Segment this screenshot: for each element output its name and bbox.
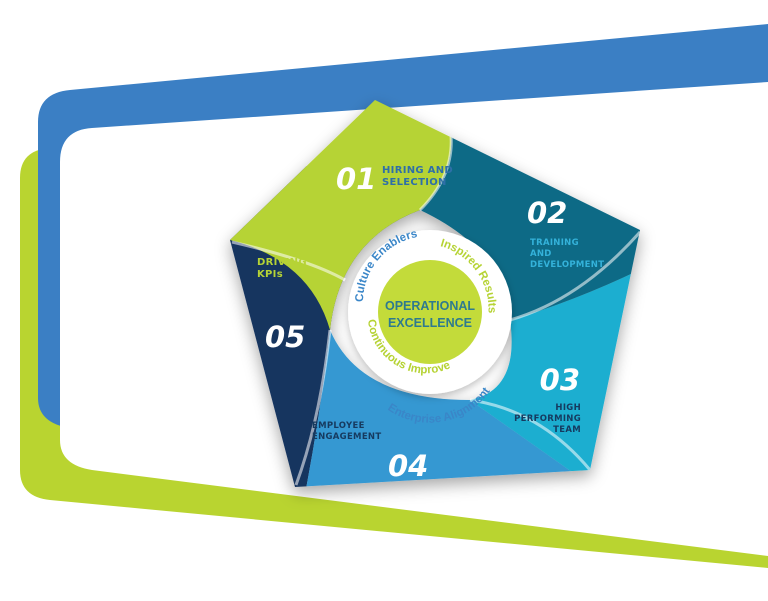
segment-04-labels: EMPLOYEE ENGAGEMENT 04: [312, 421, 428, 483]
segment-01-label-line1: HIRING AND: [382, 165, 453, 176]
segment-02-labels: 02 TRAINING AND DEVELOPMENT: [527, 196, 604, 270]
segment-02-label-line3: DEVELOPMENT: [530, 260, 604, 270]
core-circle: [378, 260, 482, 364]
segment-04-number: 04: [388, 449, 428, 483]
segment-01: [230, 100, 452, 330]
segment-03-label-line3: TEAM: [553, 425, 581, 435]
segment-02-label-line2: AND: [530, 249, 552, 259]
segment-01-number: 01: [336, 162, 376, 196]
segment-04-label-line2: ENGAGEMENT: [312, 432, 381, 442]
segment-05-label-line2: KPIs: [257, 269, 283, 280]
segment-03-number: 03: [540, 363, 580, 397]
segment-02-number: 02: [527, 196, 567, 230]
segment-05-label-line1: DRIVING: [257, 257, 307, 268]
segment-05-labels: DRIVING KPIs 05: [257, 257, 307, 354]
center-title-line1: OPERATIONAL: [385, 299, 475, 313]
segment-03-label-line1: HIGH: [555, 403, 581, 413]
segment-02-label-line1: TRAINING: [530, 238, 579, 248]
segment-03-labels: 03 HIGH PERFORMING TEAM: [514, 363, 581, 435]
segment-03-label-line2: PERFORMING: [514, 414, 581, 424]
segment-04-label-line1: EMPLOYEE: [312, 421, 365, 431]
center-title-line2: EXCELLENCE: [388, 316, 472, 330]
segment-01-label-line2: SELECTION: [382, 177, 447, 188]
segment-05-number: 05: [265, 320, 305, 354]
segment-01-labels: 01 HIRING AND SELECTION: [336, 162, 453, 196]
